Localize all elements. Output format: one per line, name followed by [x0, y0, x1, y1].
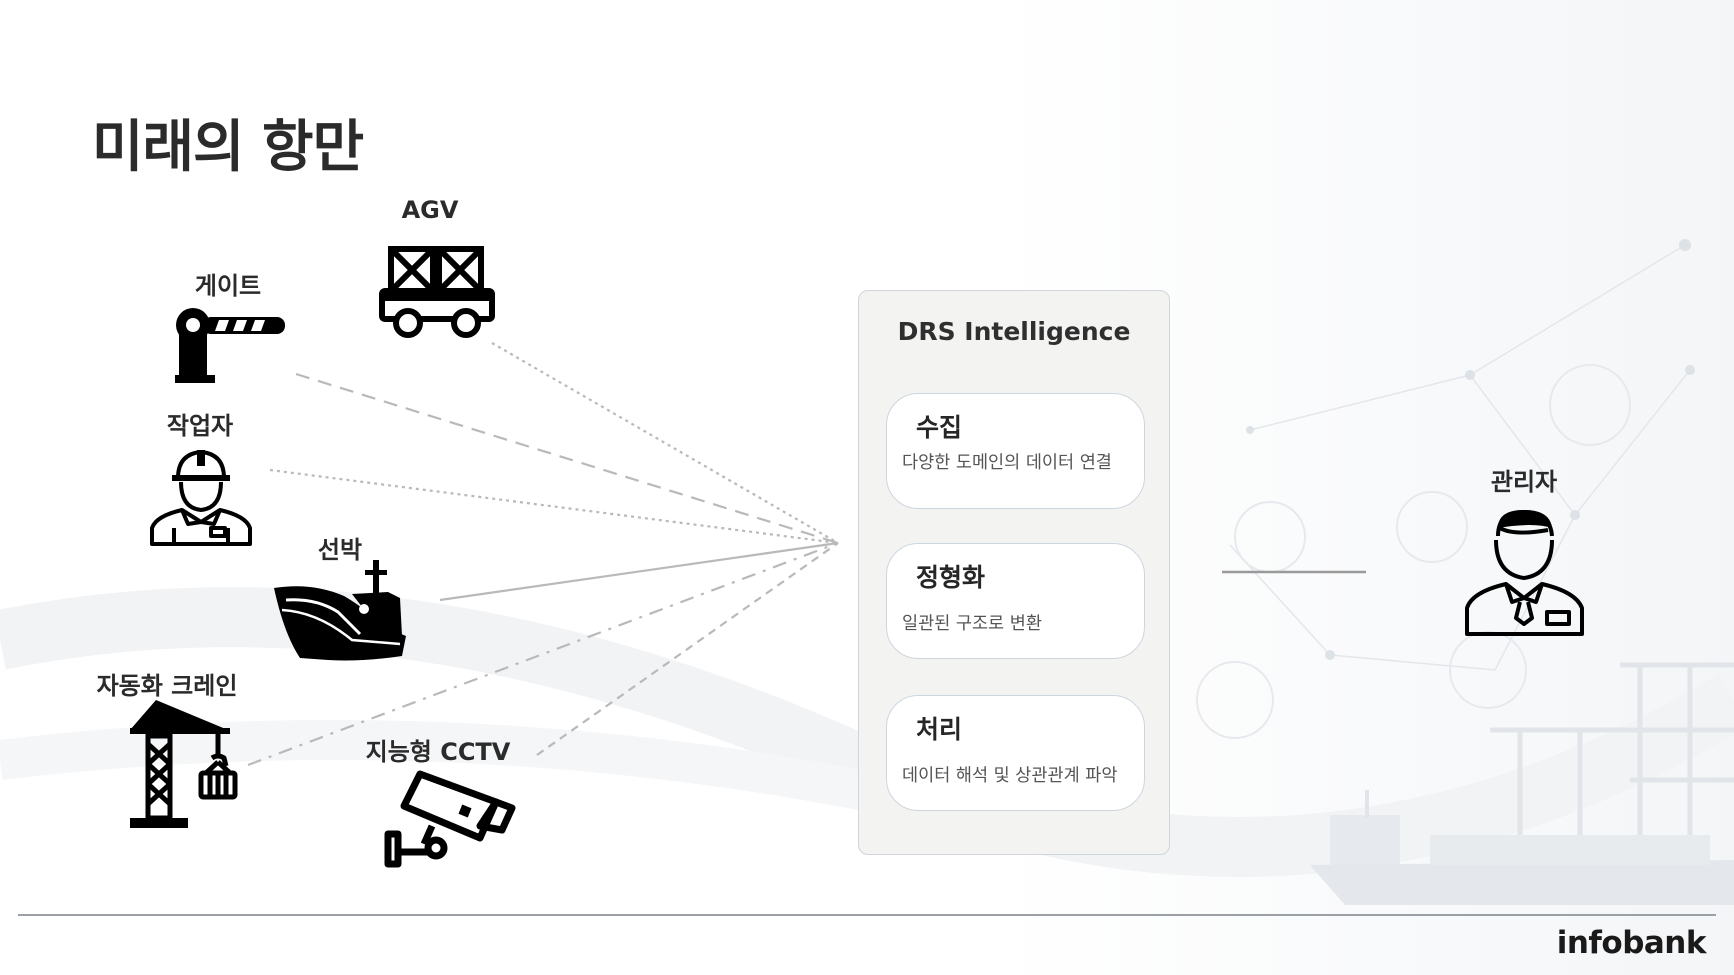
cargo-ship-icon [274, 560, 406, 661]
agv-cart-icon [379, 246, 495, 338]
connector-agv [491, 342, 839, 544]
step-card-collect: 수집 다양한 도메인의 데이터 연결 [886, 393, 1145, 509]
drs-title: DRS Intelligence [897, 317, 1131, 346]
label-gate: 게이트 [194, 272, 262, 300]
step-title: 처리 [916, 715, 963, 744]
infobank-logo: infobank [1556, 925, 1707, 961]
connector-gate [295, 372, 839, 545]
label-crane: 자동화 크레인 [96, 672, 238, 700]
step-desc: 일관된 구조로 변환 [902, 614, 1042, 634]
drs-intelligence-panel: DRS Intelligence 수집 다양한 도메인의 데이터 연결 정형화 … [858, 290, 1170, 855]
step-desc: 데이터 해석 및 상관관계 파악 [902, 766, 1118, 786]
step-desc: 다양한 도메인의 데이터 연결 [902, 453, 1112, 473]
label-cctv: 지능형 CCTV [365, 738, 511, 766]
connector-cctv [536, 542, 839, 756]
connector-crane [247, 541, 839, 767]
cctv-camera-icon [384, 770, 516, 868]
bottom-divider [18, 914, 1716, 916]
manager-person-icon [1465, 510, 1584, 636]
label-worker: 작업자 [166, 412, 234, 440]
worker-hardhat-icon [150, 450, 252, 546]
label-manager: 관리자 [1490, 468, 1558, 496]
barrier-gate-icon [175, 308, 285, 383]
step-title: 수집 [916, 413, 963, 442]
label-ship: 선박 [317, 536, 363, 564]
label-agv: AGV [401, 196, 459, 224]
step-card-normalize: 정형화 일관된 구조로 변환 [886, 543, 1145, 659]
connector-ship [439, 541, 839, 602]
step-title: 정형화 [916, 563, 986, 592]
connector-worker [269, 468, 839, 545]
crane-icon [130, 700, 238, 828]
step-card-process: 처리 데이터 해석 및 상관관계 파악 [886, 695, 1145, 811]
page-title: 미래의 항만 [92, 115, 364, 180]
